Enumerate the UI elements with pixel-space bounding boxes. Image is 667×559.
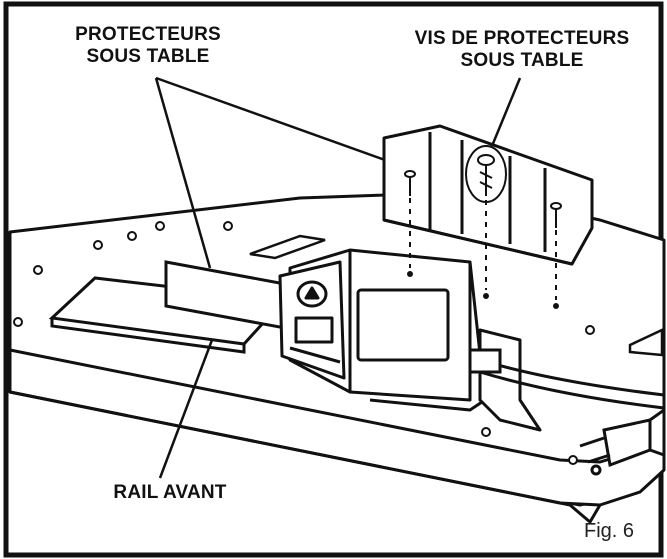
label-guards-line1: PROTECTEURS <box>75 24 221 45</box>
label-screws-line1: VIS DE PROTECTEURS <box>414 28 630 49</box>
label-guards: PROTECTEURS SOUS TABLE <box>58 24 238 68</box>
alignment-holes <box>407 271 559 309</box>
label-guards-line2: SOUS TABLE <box>86 46 210 67</box>
alignment-lines <box>409 198 557 300</box>
bracket-screws <box>404 145 562 228</box>
label-screws-line2: SOUS TABLE <box>460 50 584 71</box>
table-slot <box>249 234 326 260</box>
power-cord <box>468 348 665 410</box>
leader-lines <box>154 76 522 479</box>
power-plug <box>579 407 666 476</box>
figure-caption: Fig. 6 <box>584 520 635 542</box>
table-holes <box>13 221 595 465</box>
label-front-rail: RAIL AVANT <box>100 482 240 504</box>
side-cutout <box>628 328 664 357</box>
label-screws: VIS DE PROTECTEURS SOUS TABLE <box>402 28 642 72</box>
label-front-rail-text: RAIL AVANT <box>113 482 227 503</box>
